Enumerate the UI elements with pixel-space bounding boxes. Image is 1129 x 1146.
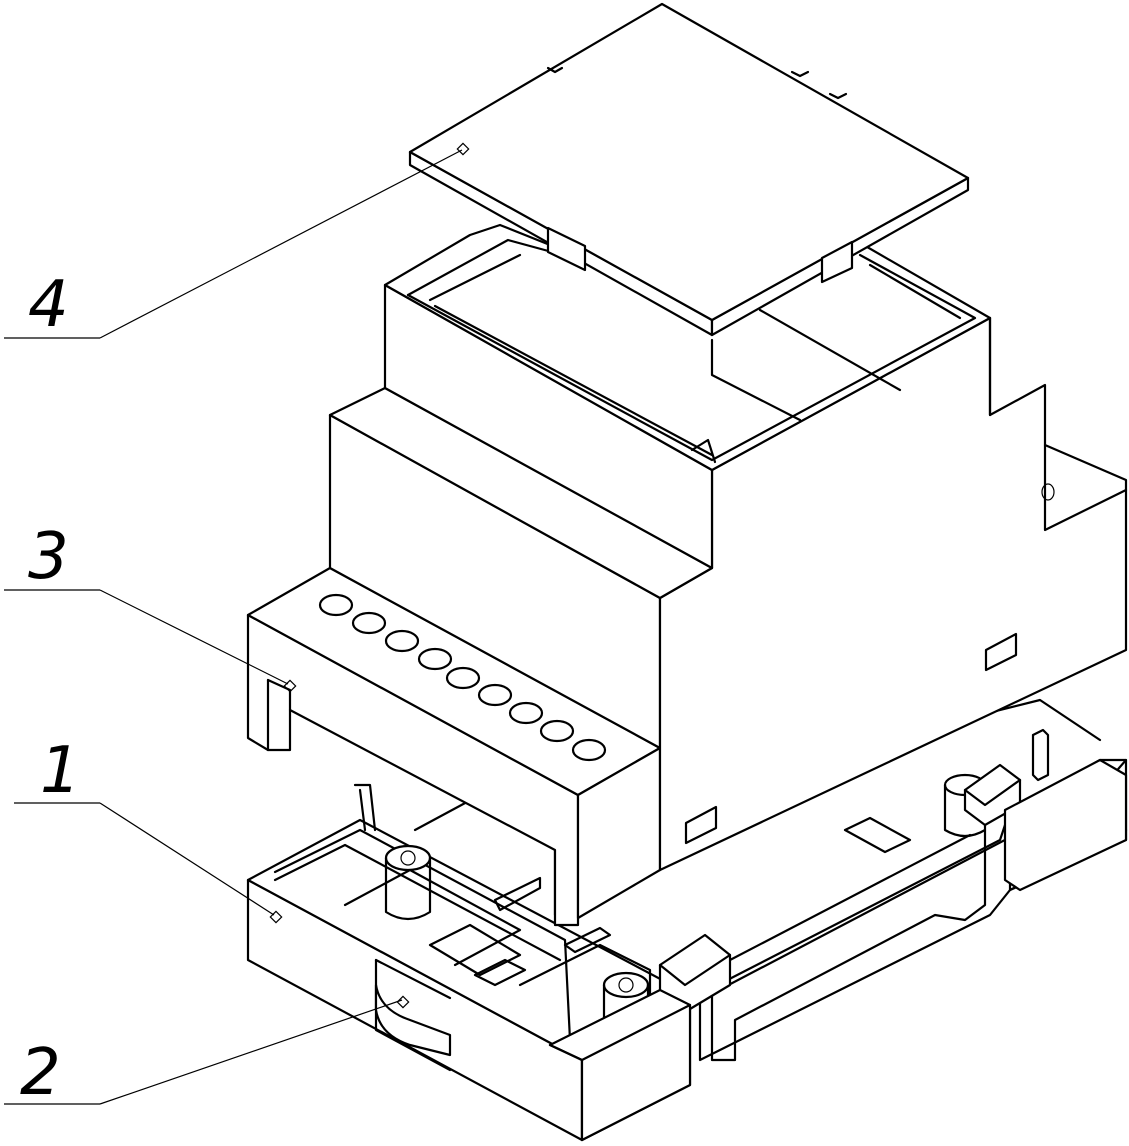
main-body [246,223,1128,927]
top-cover [408,2,970,337]
callout-4: 4 [4,149,463,342]
callout-label-1: 1 [40,734,81,808]
callout-label-4: 4 [28,268,69,342]
callout-label-2: 2 [20,1036,61,1110]
mounting-post-left [384,844,432,921]
base-housing [246,698,1128,1142]
terminal-holes [318,593,607,762]
callout-label-3: 3 [28,520,69,594]
callout-3: 3 [4,520,289,685]
callout-2: 2 [4,999,403,1110]
callout-1: 1 [14,734,275,916]
din-rail-clip [374,958,452,1072]
